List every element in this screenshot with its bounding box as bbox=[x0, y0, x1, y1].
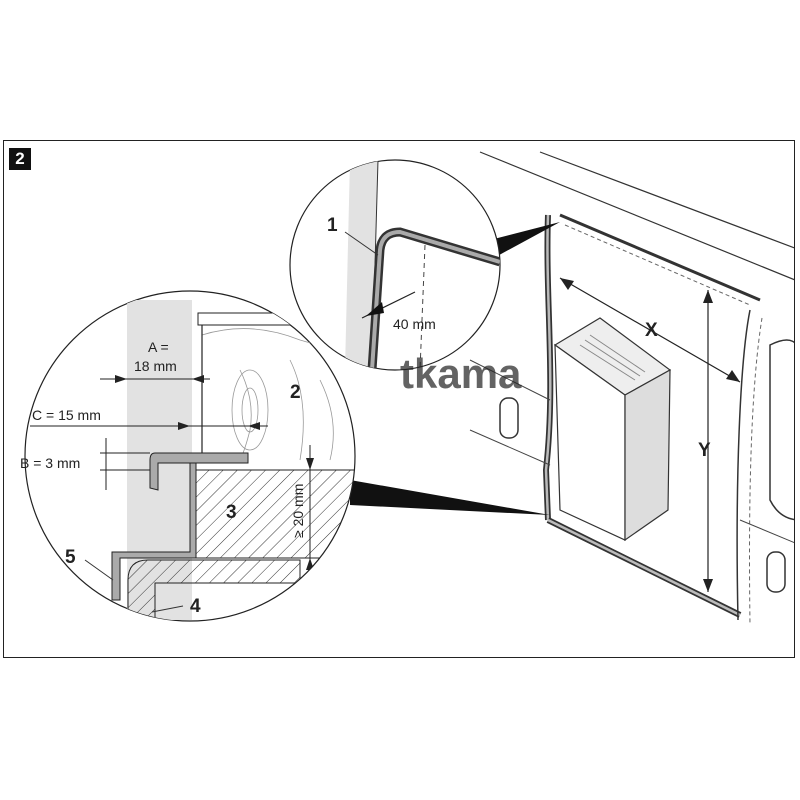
profile-top bbox=[149, 452, 249, 491]
floor-board bbox=[191, 469, 355, 559]
corner-detail-circle: 1 40 mm bbox=[289, 159, 501, 371]
dimension-y-label: Y bbox=[698, 440, 711, 461]
van-drawing: X Y bbox=[350, 151, 794, 626]
cross-section-detail-circle: tkama A = 18 mm C = 15 mm B = 3 mm ≥ 20 … bbox=[20, 290, 522, 622]
dimension-a-label: A = bbox=[148, 339, 169, 355]
callout-5: 5 bbox=[65, 547, 76, 568]
figure-number-badge: 2 bbox=[9, 148, 31, 170]
dimension-c-label: C = 15 mm bbox=[32, 407, 101, 423]
body-line bbox=[739, 519, 794, 544]
detail-pointer-wedge bbox=[350, 480, 550, 515]
corner-dimension-label: 40 mm bbox=[393, 316, 436, 332]
leader-line bbox=[344, 231, 379, 256]
callout-3: 3 bbox=[226, 502, 237, 523]
watermark-logo: tkama bbox=[400, 350, 522, 397]
dimension-x-label: X bbox=[645, 320, 658, 341]
dimension-c-arrow bbox=[30, 422, 268, 430]
callout-1: 1 bbox=[327, 215, 338, 236]
floor-edge bbox=[127, 559, 301, 621]
door-seal-left-inner bbox=[544, 214, 552, 521]
hidden-line bbox=[564, 224, 751, 306]
dimension-a-value: 18 mm bbox=[134, 358, 177, 374]
door-pillar bbox=[345, 160, 378, 370]
callout-4: 4 bbox=[190, 596, 201, 617]
profile bbox=[111, 462, 197, 601]
leader-line bbox=[151, 605, 184, 613]
dimension-a-arrow bbox=[100, 375, 210, 383]
dimension-x-arrow bbox=[559, 277, 741, 383]
roof-line bbox=[539, 151, 794, 249]
door-seal-bottom-inner bbox=[547, 518, 741, 617]
door-handle bbox=[499, 397, 519, 439]
rear-pillar bbox=[736, 309, 751, 621]
rear-window bbox=[769, 339, 794, 521]
dimension-y-arrow bbox=[703, 290, 713, 592]
diagram-frame bbox=[3, 140, 795, 658]
roof-line bbox=[479, 151, 794, 281]
leader-line bbox=[84, 559, 114, 581]
body-line bbox=[469, 359, 551, 401]
callout-2: 2 bbox=[290, 382, 301, 403]
wood-grain bbox=[201, 328, 355, 461]
top-seal bbox=[559, 213, 761, 302]
hidden-line bbox=[749, 317, 763, 626]
body-line bbox=[469, 429, 551, 466]
detail-pointer-wedge bbox=[490, 222, 560, 260]
cargo-box bbox=[553, 317, 672, 542]
door-handle bbox=[766, 551, 786, 593]
min-thickness-label: ≥ 20 mm bbox=[290, 484, 306, 538]
dimension-b-label: B = 3 mm bbox=[20, 455, 80, 471]
min-thickness-arrow bbox=[306, 445, 314, 570]
dimension-b-arrow bbox=[100, 438, 150, 490]
